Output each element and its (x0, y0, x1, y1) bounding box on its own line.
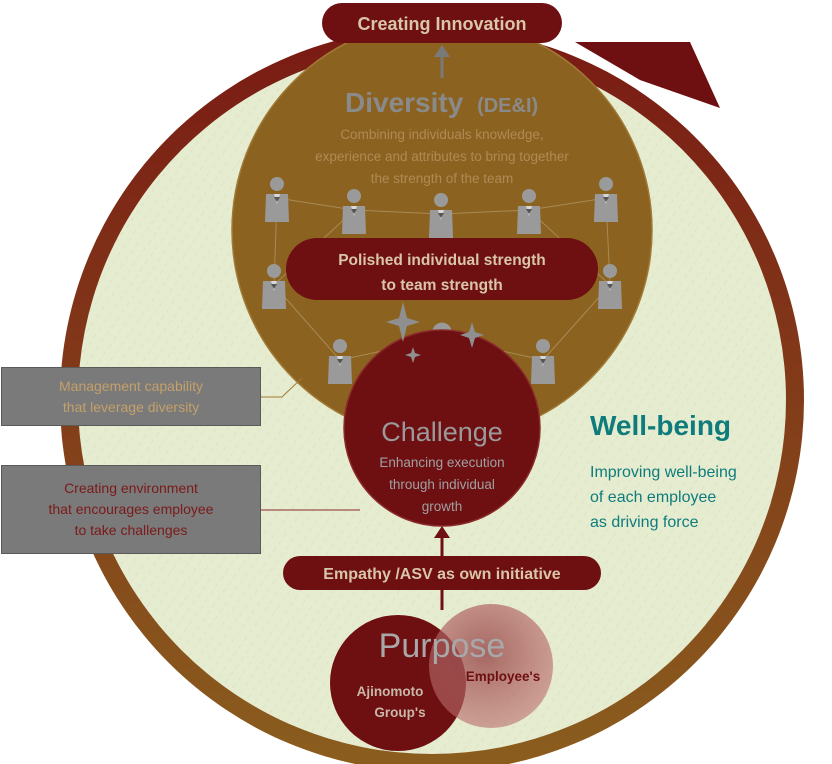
diversity-desc-1: Combining individuals knowledge, (340, 127, 543, 142)
diversity-title: Diversity (DE&I) (345, 87, 538, 118)
wellbeing-desc: Improving well-being of each employee as… (590, 460, 737, 535)
challenge-desc-3: growth (422, 499, 463, 514)
wellbeing-desc-2: of each employee (590, 489, 717, 506)
ajinomoto-label-1: Ajinomoto (357, 684, 424, 699)
person-icon (265, 177, 289, 222)
person-icon (598, 264, 622, 309)
person-icon (531, 339, 555, 384)
challenge-title: Challenge (381, 417, 503, 447)
polished-line-2: to team strength (381, 277, 502, 294)
ajinomoto-label-2: Group's (374, 705, 425, 720)
diversity-desc-3: the strength of the team (371, 171, 514, 186)
polished-strength-pill: Polished individual strength to team str… (286, 238, 598, 300)
wellbeing-desc-1: Improving well-being (590, 464, 737, 481)
polished-line-1: Polished individual strength (338, 252, 546, 269)
wellbeing-desc-3: as driving force (590, 514, 699, 531)
connector-management (261, 377, 303, 398)
person-icon (429, 193, 453, 238)
person-icon (517, 189, 541, 234)
creating-environment-box: Creating environment that encourages emp… (1, 465, 261, 554)
ring-arrowhead (575, 42, 720, 108)
challenge-desc-1: Enhancing execution (379, 455, 504, 470)
creating-innovation-label: Creating Innovation (357, 14, 526, 34)
creating-innovation-pill: Creating Innovation (322, 3, 562, 43)
challenge-desc-2: through individual (389, 477, 495, 492)
purpose-circles (330, 604, 553, 751)
person-icon (328, 339, 352, 384)
employee-label: Employee's (466, 669, 541, 684)
empathy-label: Empathy /ASV as own initiative (323, 566, 560, 583)
person-icon (594, 177, 618, 222)
person-icon (262, 264, 286, 309)
employee-circle (429, 604, 553, 728)
empathy-pill: Empathy /ASV as own initiative (283, 556, 601, 590)
management-line-1: Management capability (59, 377, 203, 394)
arrow-up-icon (434, 45, 450, 78)
management-capability-box: Management capability that leverage dive… (1, 367, 261, 426)
management-line-2: that leverage diversity (62, 398, 200, 415)
purpose-title: Purpose (379, 627, 506, 665)
wellbeing-title: Well-being (590, 410, 732, 441)
environment-line-3: to take challenges (74, 522, 188, 538)
environment-line-1: Creating environment (64, 480, 198, 496)
diversity-desc-2: experience and attributes to bring toget… (315, 149, 569, 164)
environment-line-2: that encourages employee (48, 501, 214, 517)
person-icon (342, 189, 366, 234)
sparkle-icon (386, 302, 484, 363)
